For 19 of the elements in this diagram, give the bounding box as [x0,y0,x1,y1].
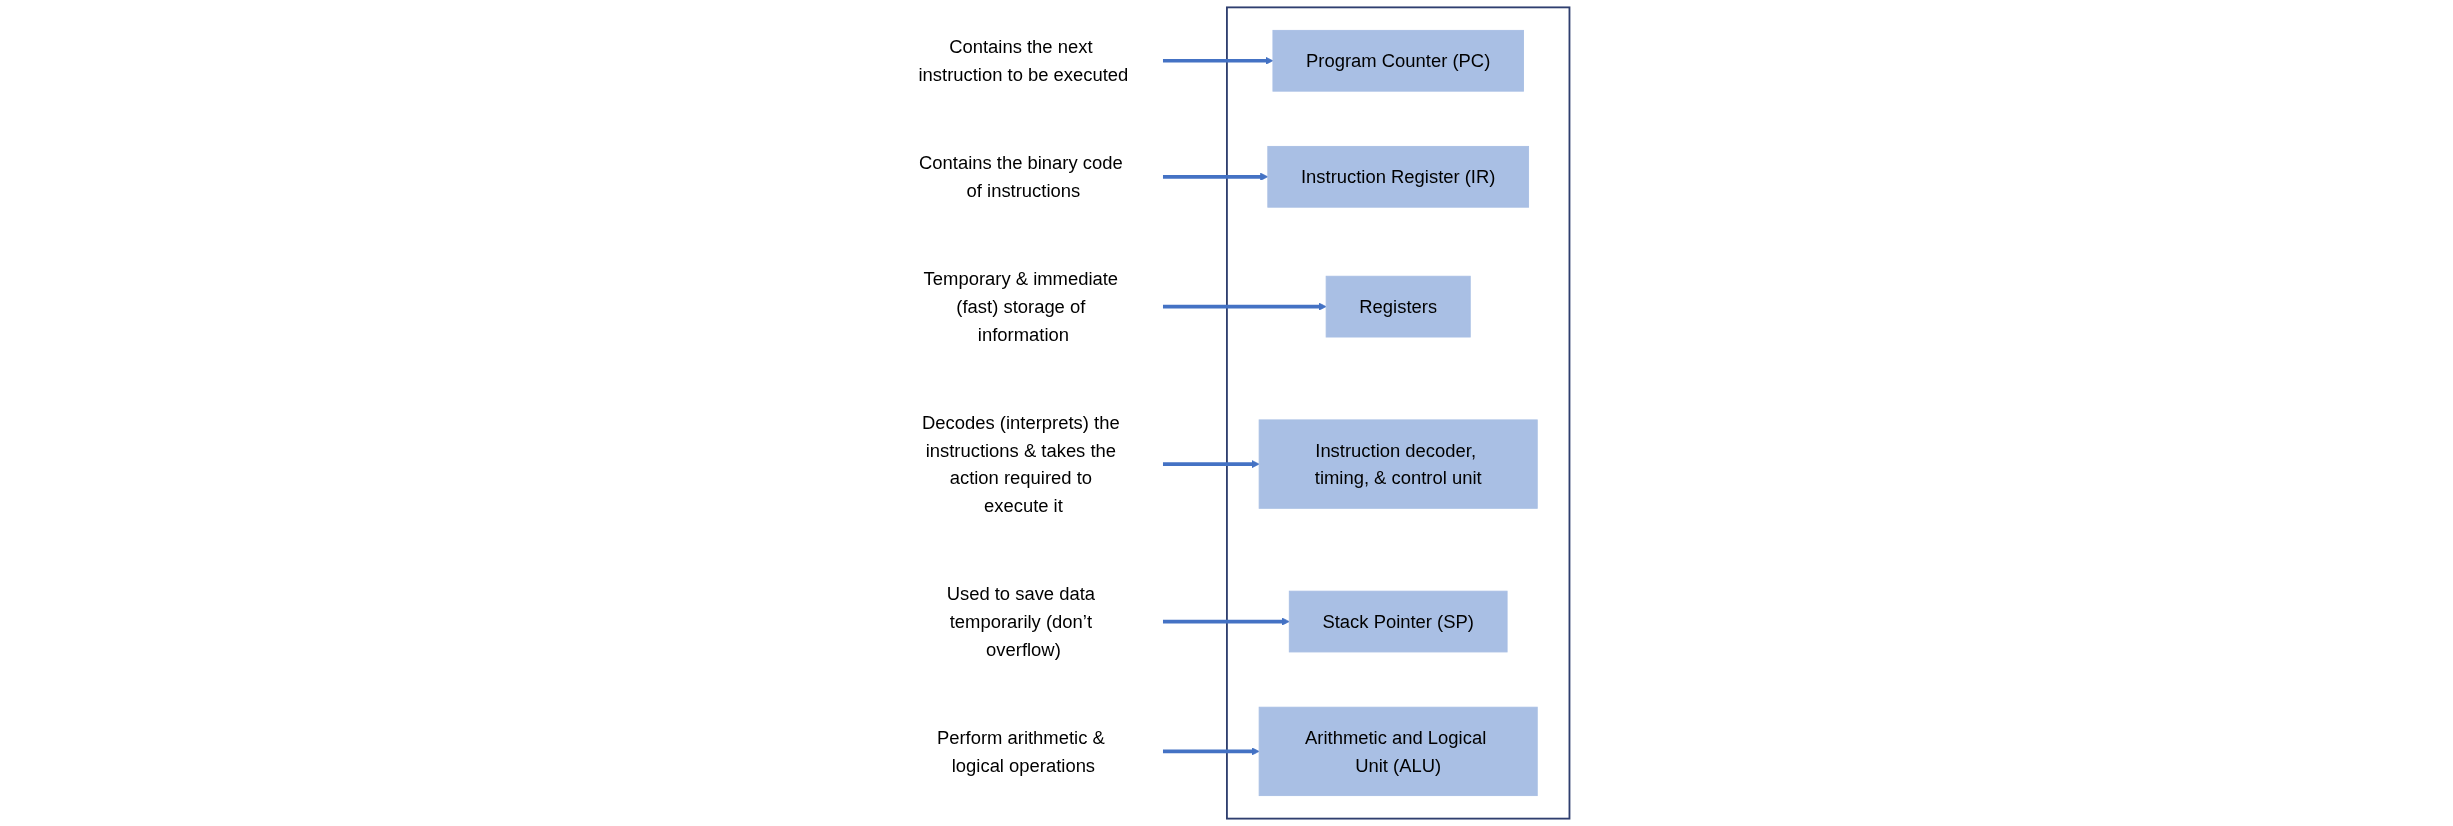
cluster [1225,6,1570,820]
node-text: Perform arithmetic & logical operations [936,727,1105,776]
node-box: Registers [1325,275,1471,338]
node-text: Contains the next instruction to be executed [918,36,1128,85]
node-box: Arithmetic and Logical Unit (ALU) [1258,706,1538,797]
node-text: Decodes (interprets) the instructions & takes the action required to execute it [921,412,1120,516]
arrow [1162,617,1290,626]
node-text: Temporary & immediate (fast) storage of information [923,268,1118,345]
arrow [1162,302,1327,311]
arrow [1162,460,1260,469]
node-box: Program Counter (PC) [1272,29,1524,92]
arrow [1162,747,1260,756]
node-box: Instruction Register (IR) [1266,145,1529,208]
node-text: Contains the binary code of instructions [918,152,1123,201]
arrow [1162,56,1273,65]
node-text: Used to save data temporarily (don’t overflow) [946,583,1095,660]
node-box: Instruction decoder, timing, & control unit [1258,419,1538,509]
arrow [1162,172,1268,181]
node-box: Stack Pointer (SP) [1288,590,1508,653]
